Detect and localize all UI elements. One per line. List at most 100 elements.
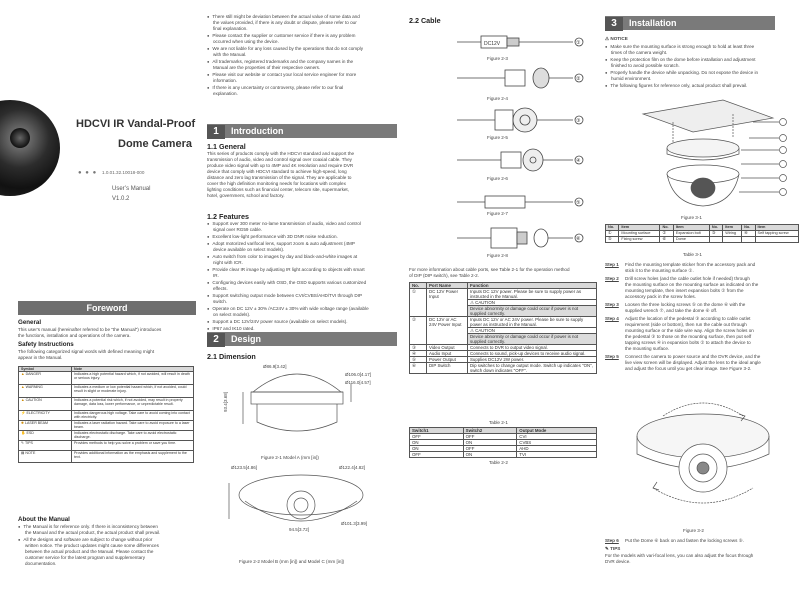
step-text: tapping screws ④ in expansion bolts ② to… <box>625 340 751 345</box>
intro-general-line: lighting conditions such as financial ce… <box>207 187 349 192</box>
notice-item: Properly handle the device while unpacki… <box>605 70 758 76</box>
step-label: Step 2 <box>605 276 619 281</box>
dim-a-label: Ø116.0[4.57] <box>345 380 371 385</box>
signal-symbol: ✺ LASER BEAM <box>18 420 72 432</box>
model-a-drawing: Ø86.9[3.42] Ø106.0[4.17] Ø116.0[4.57] 93… <box>223 364 371 432</box>
notice-item-cont: finished to avoid possible scratch. <box>611 63 680 68</box>
caution-icon: ⚠ <box>470 300 476 305</box>
signal-note: Provides additional information as the e… <box>71 450 194 464</box>
tips-text: For the models with vari-focal lens, you… <box>605 553 754 558</box>
top-item-5b: information. <box>213 78 238 83</box>
notice-item-cont: times of the camera weight. <box>611 50 668 55</box>
cable-note-line2: of DIP (DIP switch), see Table 2-2. <box>409 273 479 278</box>
signal-symbol: ▤ NOTE <box>18 450 72 464</box>
about-item-2-line2: written notice. The product updates migh… <box>25 543 159 548</box>
port-name: DIP Switch <box>426 362 468 374</box>
signal-symbol: ✋ ESD <box>18 430 72 442</box>
tips-label: ✎ TIPS <box>605 546 621 551</box>
top-item-4b: Manual are the properties of their respe… <box>213 65 321 70</box>
step-text: Find the mounting template sticker from … <box>625 262 756 267</box>
fig-3-2-caption: Figure 3-2 <box>683 528 704 533</box>
intro-general-line: distance and zero lag transmission of th… <box>207 175 352 180</box>
warning-triangle-icon: ▲ <box>21 398 26 403</box>
about-item-1-line1: The Manual is for reference only. If the… <box>18 524 157 530</box>
parts-cell: Dome <box>672 236 710 243</box>
table-3-1-caption: Table 3-1 <box>683 252 702 257</box>
step-text: stick it to the mounting surface ①. <box>625 268 694 273</box>
signal-symbol: ⚡ ELECTRICITY <box>18 410 72 422</box>
about-item-2-line5: documentation. <box>25 561 57 566</box>
step-text: Put the Dome ⑥ back on and fasten the lo… <box>625 538 745 543</box>
cover-title-line2: Dome Camera <box>118 138 192 150</box>
cable-note-line1: For more information about cable ports, … <box>409 267 570 272</box>
cable-label-2: ② <box>576 76 581 82</box>
feature-item-cont: effects. <box>213 286 228 291</box>
step-text: Drill screw holes (and the cable outlet … <box>625 276 750 281</box>
dim-b-label: 94.5[3.72] <box>289 527 309 532</box>
model-b-drawing: Ø123.5[4.86] Ø122.4[4.82] 94.5[3.72] Ø10… <box>228 465 367 532</box>
introduction-number: 1 <box>207 125 225 139</box>
feature-item: Operate on DC 12V ± 30% /AC24V ± 30% wit… <box>207 306 368 312</box>
feature-item: Auto switch from color to images by day … <box>207 254 357 260</box>
step-text: the pedestal ③ to those on the mounting … <box>625 334 752 339</box>
port-function: Connects to sound, pick-up devices to re… <box>467 350 597 357</box>
parts-cell <box>708 236 724 243</box>
notice-item: Keep the protection film on the dome bef… <box>605 57 755 63</box>
feature-item: Adopt motorized varifocal lens, support … <box>207 241 354 247</box>
column-cover-foreword: HDCVI IR Vandal-Proof Dome Camera ● ● ● … <box>0 0 196 591</box>
dip-cell: TVI <box>516 451 597 458</box>
top-item-2a: Please contact the supplier or customer … <box>207 33 355 39</box>
dim-a-label: 93.4[3.68] <box>223 392 228 412</box>
step-text: mounting template, then insert expansion… <box>625 288 744 293</box>
port-function: Inputs DC 12V or AC 24V power. Please be… <box>467 316 597 328</box>
signal-symbol: ▲ WARNING <box>18 384 72 399</box>
installation-number: 3 <box>605 17 623 31</box>
step-text: supplied wrench ⑦, and take the dome ⑥ o… <box>625 308 718 313</box>
cable-label-6: ⑥ <box>576 236 581 242</box>
fig-2-3: Figure 2-3 <box>487 56 508 61</box>
port-name: DC 12V Power Input <box>426 288 468 317</box>
cable-label-4: ④ <box>576 158 581 164</box>
fig-2-6: Figure 2-6 <box>487 176 508 181</box>
cover-version: V1.0.2 <box>112 196 130 202</box>
port-function: Dip switches to change output mode. Swit… <box>467 362 597 374</box>
cable-label-5: ⑤ <box>576 200 581 206</box>
step-label: Step 5 <box>605 354 619 359</box>
top-item-5a: Please visit our website or contact your… <box>207 72 356 78</box>
notice-item: Make sure the mounting surface is strong… <box>605 44 754 50</box>
top-item-1c: final explanation. <box>213 26 248 31</box>
top-item-1b: the values provided, if there is any dou… <box>213 20 357 25</box>
notice-item-cont: humid environment. <box>611 76 652 81</box>
port-name: DC 12V or AC 24V Power Input <box>426 316 468 345</box>
safety-text-2: appear in the Manual. <box>18 355 63 360</box>
top-item-3b: with the Manual. <box>213 52 247 57</box>
camera-photo <box>0 100 68 196</box>
top-item-1a: There still might be deviation between t… <box>207 14 359 20</box>
installation-exploded-diagram <box>641 99 787 207</box>
feature-item: Support a DC 12V/24V power source (avail… <box>207 319 347 325</box>
step-text: Connect the camera to power source and t… <box>625 354 761 359</box>
dim-a-label: Ø86.9[3.42] <box>263 364 287 369</box>
port-no: ② <box>409 316 427 345</box>
foreword-general-text-1: This user's manual (hereinafter referred… <box>18 327 162 332</box>
feature-item-cont: on select models). <box>213 312 251 317</box>
table-2-1-caption: Table 2-1 <box>489 420 508 425</box>
warning-triangle-icon: ▲ <box>21 372 26 377</box>
signal-symbol: ▲ CAUTION <box>18 397 72 412</box>
feature-item: Configuring devices easily with OSD, the… <box>207 280 366 286</box>
cover-subtitle: User’s Manual <box>112 186 151 192</box>
intro-general-line: device that comply with HDCVI standard t… <box>207 169 347 174</box>
fig-2-8: Figure 2-8 <box>487 253 508 258</box>
laser-icon: ✺ <box>21 421 26 426</box>
esd-icon: ✋ <box>21 431 27 436</box>
features-title: 1.2 Features <box>207 212 249 221</box>
safety-title: Safety Instructions <box>18 341 74 348</box>
signal-symbol: ▲ DANGER <box>18 371 72 386</box>
feature-item: Provide clear IR image by adjusting IR l… <box>207 267 364 273</box>
top-item-3a: We are not liable for any loss caused by… <box>207 46 363 52</box>
fig-3-1-caption: Figure 3-1 <box>681 215 702 220</box>
foreword-general-title: General <box>18 319 42 326</box>
feature-item-cont: device available on select models). <box>213 247 285 252</box>
